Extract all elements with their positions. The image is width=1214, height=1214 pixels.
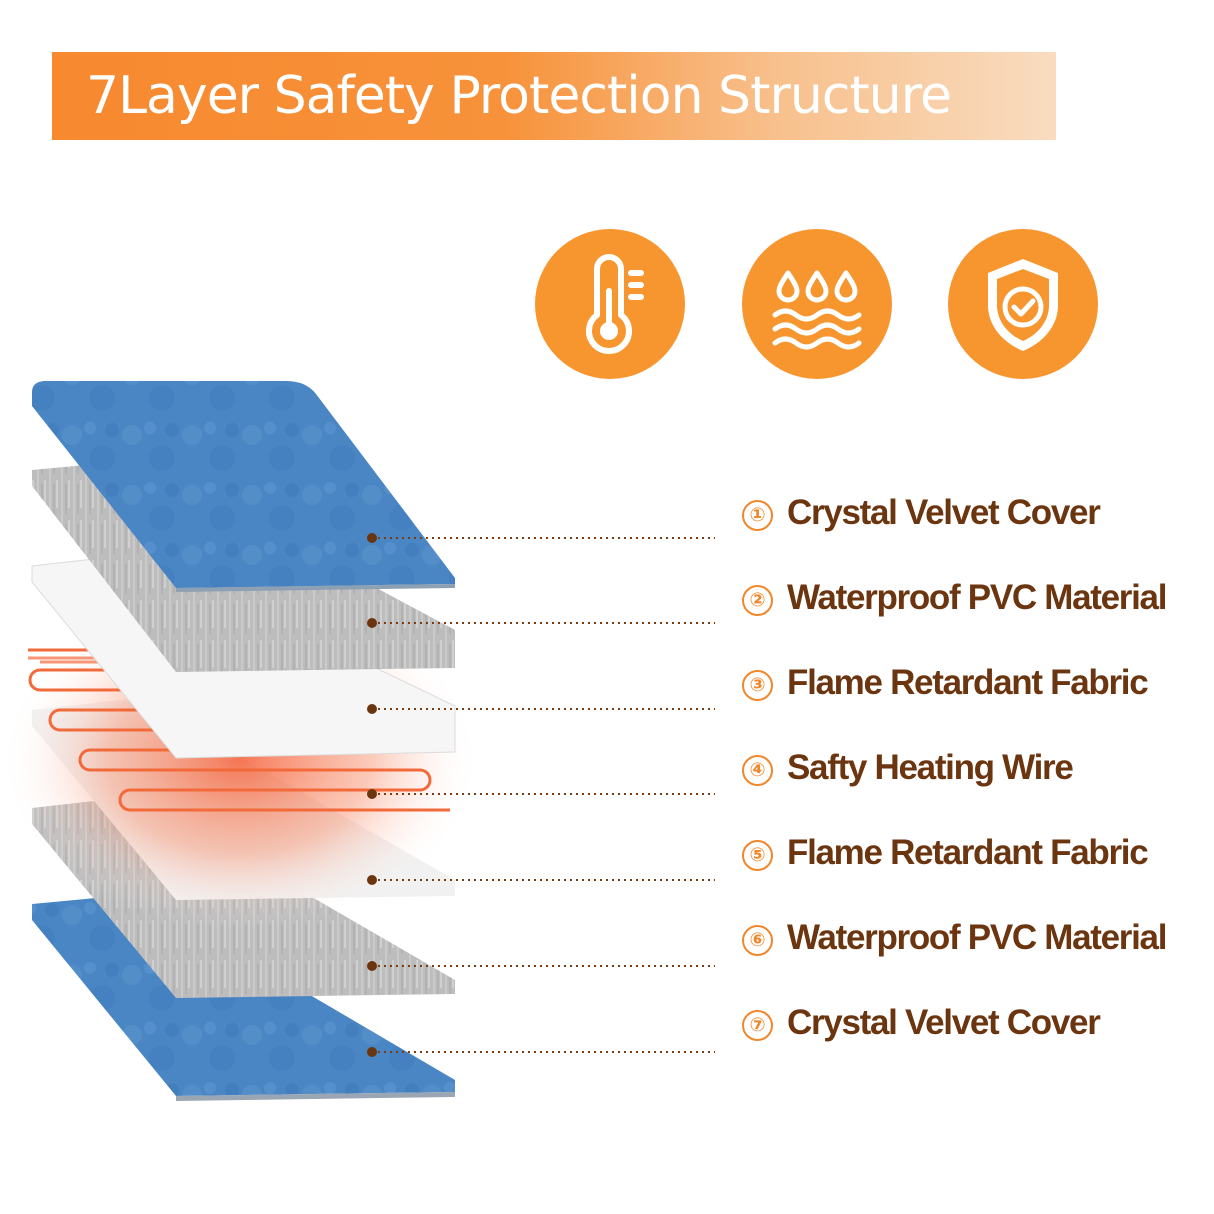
water-drops-icon — [772, 270, 862, 350]
safety-badge — [948, 229, 1098, 379]
layer-name: Crystal Velvet Cover — [787, 1003, 1101, 1042]
shield-check-icon — [988, 259, 1058, 351]
layer-name: Waterproof PVC Material — [787, 918, 1167, 957]
layer-label-3: ③ Flame Retardant Fabric — [742, 658, 1149, 708]
layer-number: ④ — [742, 754, 773, 786]
thermometer-badge — [535, 229, 685, 379]
waterproof-badge — [742, 229, 892, 379]
layer-name: Flame Retardant Fabric — [787, 663, 1149, 702]
layer-number: ⑤ — [742, 839, 773, 871]
layer-name: Waterproof PVC Material — [787, 578, 1167, 617]
layer-label-6: ⑥ Waterproof PVC Material — [742, 913, 1167, 963]
layer-name: Crystal Velvet Cover — [787, 493, 1101, 532]
layer-label-1: ① Crystal Velvet Cover — [742, 488, 1101, 538]
thermometer-icon — [586, 254, 644, 354]
layer-label-5: ⑤ Flame Retardant Fabric — [742, 828, 1149, 878]
page-title: 7Layer Safety Protection Structure — [86, 66, 952, 126]
layer-number: ① — [742, 499, 773, 531]
leader-dots — [367, 533, 377, 1057]
layer-label-2: ② Waterproof PVC Material — [742, 573, 1167, 623]
layer-number: ② — [742, 584, 773, 616]
title-banner — [52, 52, 1056, 140]
layer-label-7: ⑦ Crystal Velvet Cover — [742, 998, 1101, 1048]
layer-name: Safty Heating Wire — [787, 748, 1074, 787]
layer-stack-illustration — [0, 381, 715, 1101]
layer-label-4: ④ Safty Heating Wire — [742, 743, 1074, 793]
layer-number: ③ — [742, 669, 773, 701]
layer-name: Flame Retardant Fabric — [787, 833, 1149, 872]
layer-1-velvet-sheet — [32, 381, 455, 588]
layer-number: ⑦ — [742, 1009, 773, 1041]
layer-number: ⑥ — [742, 924, 773, 956]
